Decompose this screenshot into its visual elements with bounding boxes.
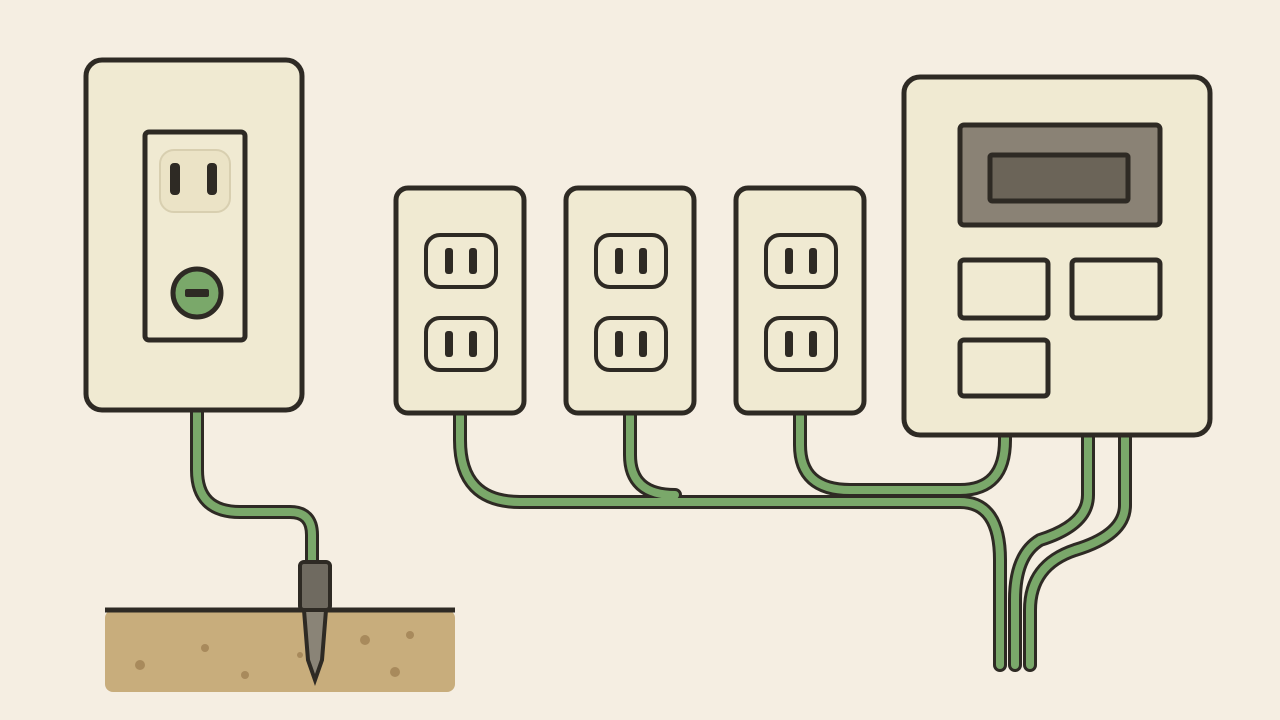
- wires: [190, 286, 1132, 672]
- ground-terminal-icon: [170, 266, 224, 320]
- power-strip-outlet-icon: [393, 185, 864, 416]
- control-panel-icon: [901, 74, 1213, 438]
- soil: [105, 607, 455, 692]
- ground-rod-icon: [298, 560, 332, 687]
- wall-outlet-icon: [83, 57, 305, 413]
